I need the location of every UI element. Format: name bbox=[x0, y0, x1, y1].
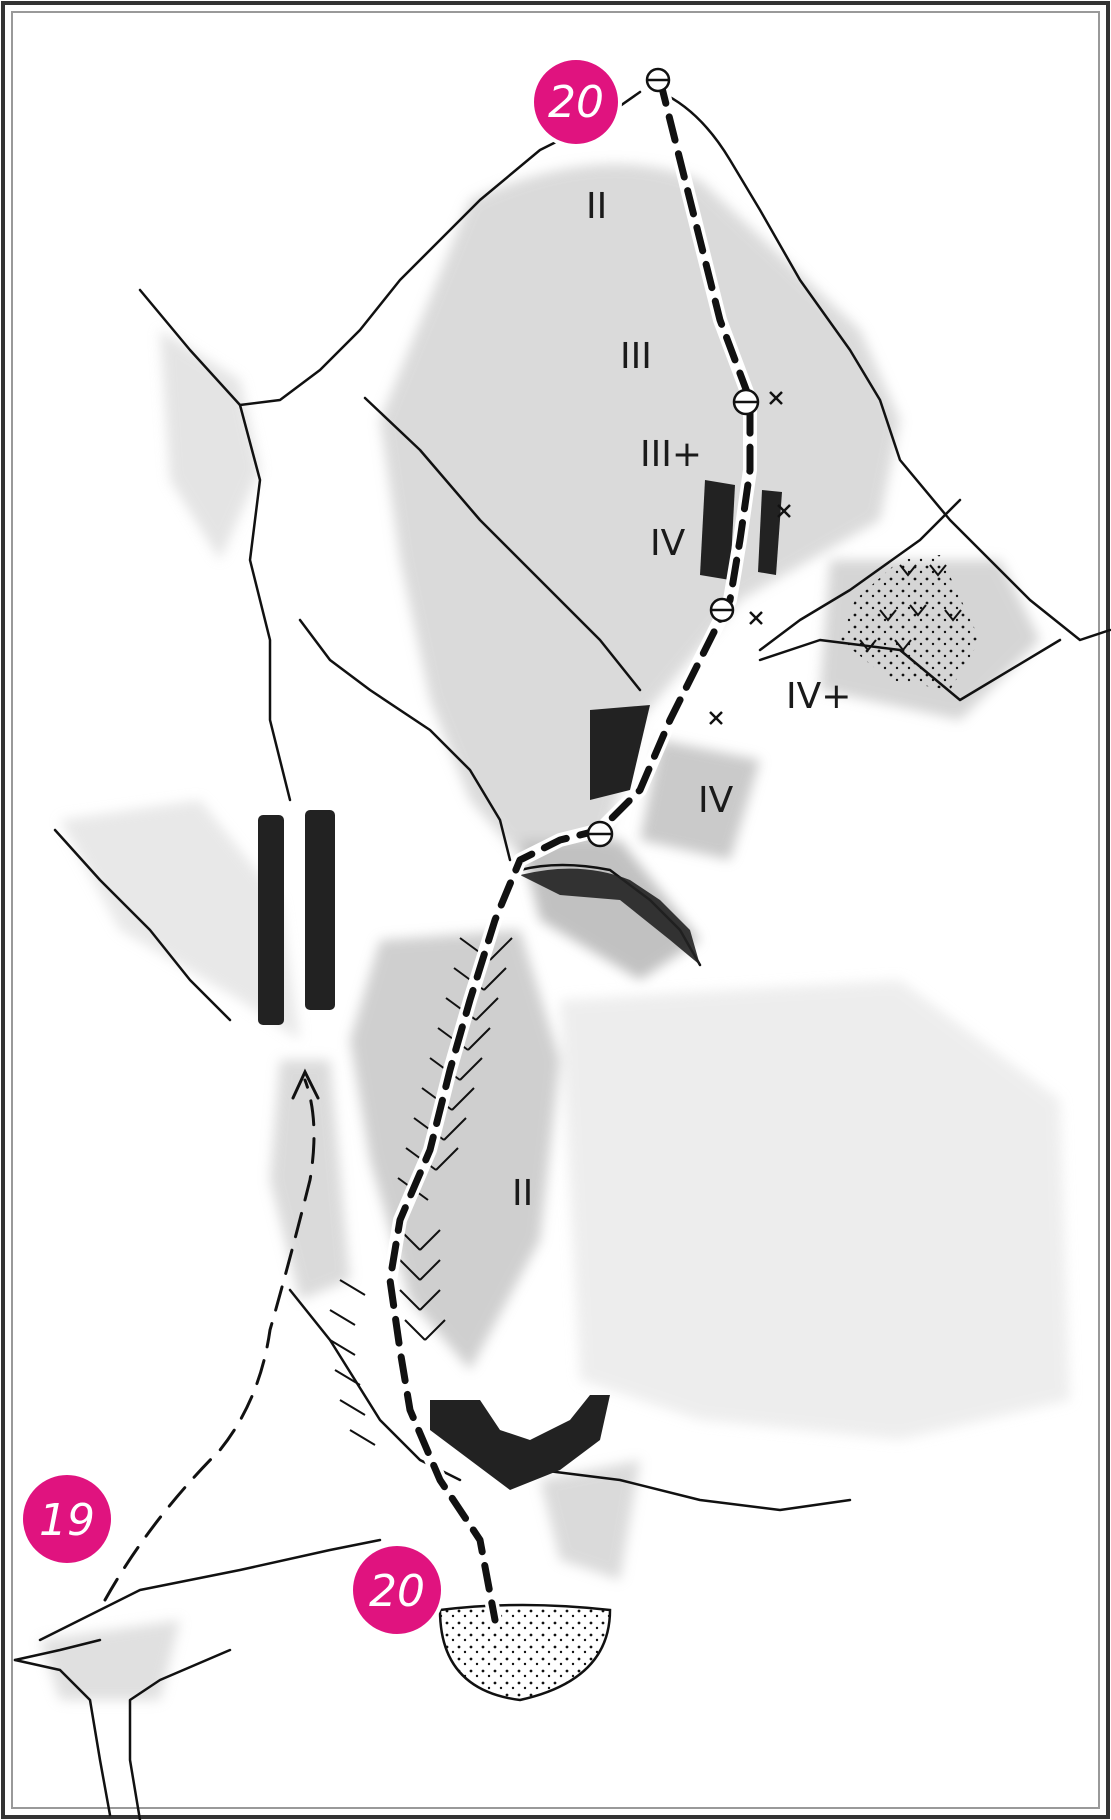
grade-label: II bbox=[512, 1173, 533, 1214]
grade-label: IV bbox=[650, 523, 686, 564]
route-number: 19 bbox=[39, 1495, 95, 1546]
route-badge-20-top[interactable]: 20 bbox=[532, 58, 620, 146]
route-number: 20 bbox=[369, 1566, 425, 1617]
grade-label: III bbox=[620, 336, 652, 377]
grade-label: IV bbox=[698, 780, 734, 821]
route-badge-19[interactable]: 19 bbox=[21, 1473, 113, 1565]
grade-label: II bbox=[586, 186, 607, 227]
grade-label: IV+ bbox=[786, 676, 851, 717]
belay-station-3 bbox=[711, 599, 733, 621]
grade-label: III+ bbox=[640, 434, 702, 475]
belay-station-2 bbox=[734, 390, 758, 414]
corner-feature-right bbox=[305, 810, 335, 1010]
route-number: 20 bbox=[548, 77, 604, 128]
route-badge-20-bottom[interactable]: 20 bbox=[351, 1544, 443, 1636]
belay-station-top bbox=[647, 69, 669, 91]
corner-feature-left bbox=[258, 815, 284, 1025]
belay-station-4 bbox=[588, 822, 612, 846]
